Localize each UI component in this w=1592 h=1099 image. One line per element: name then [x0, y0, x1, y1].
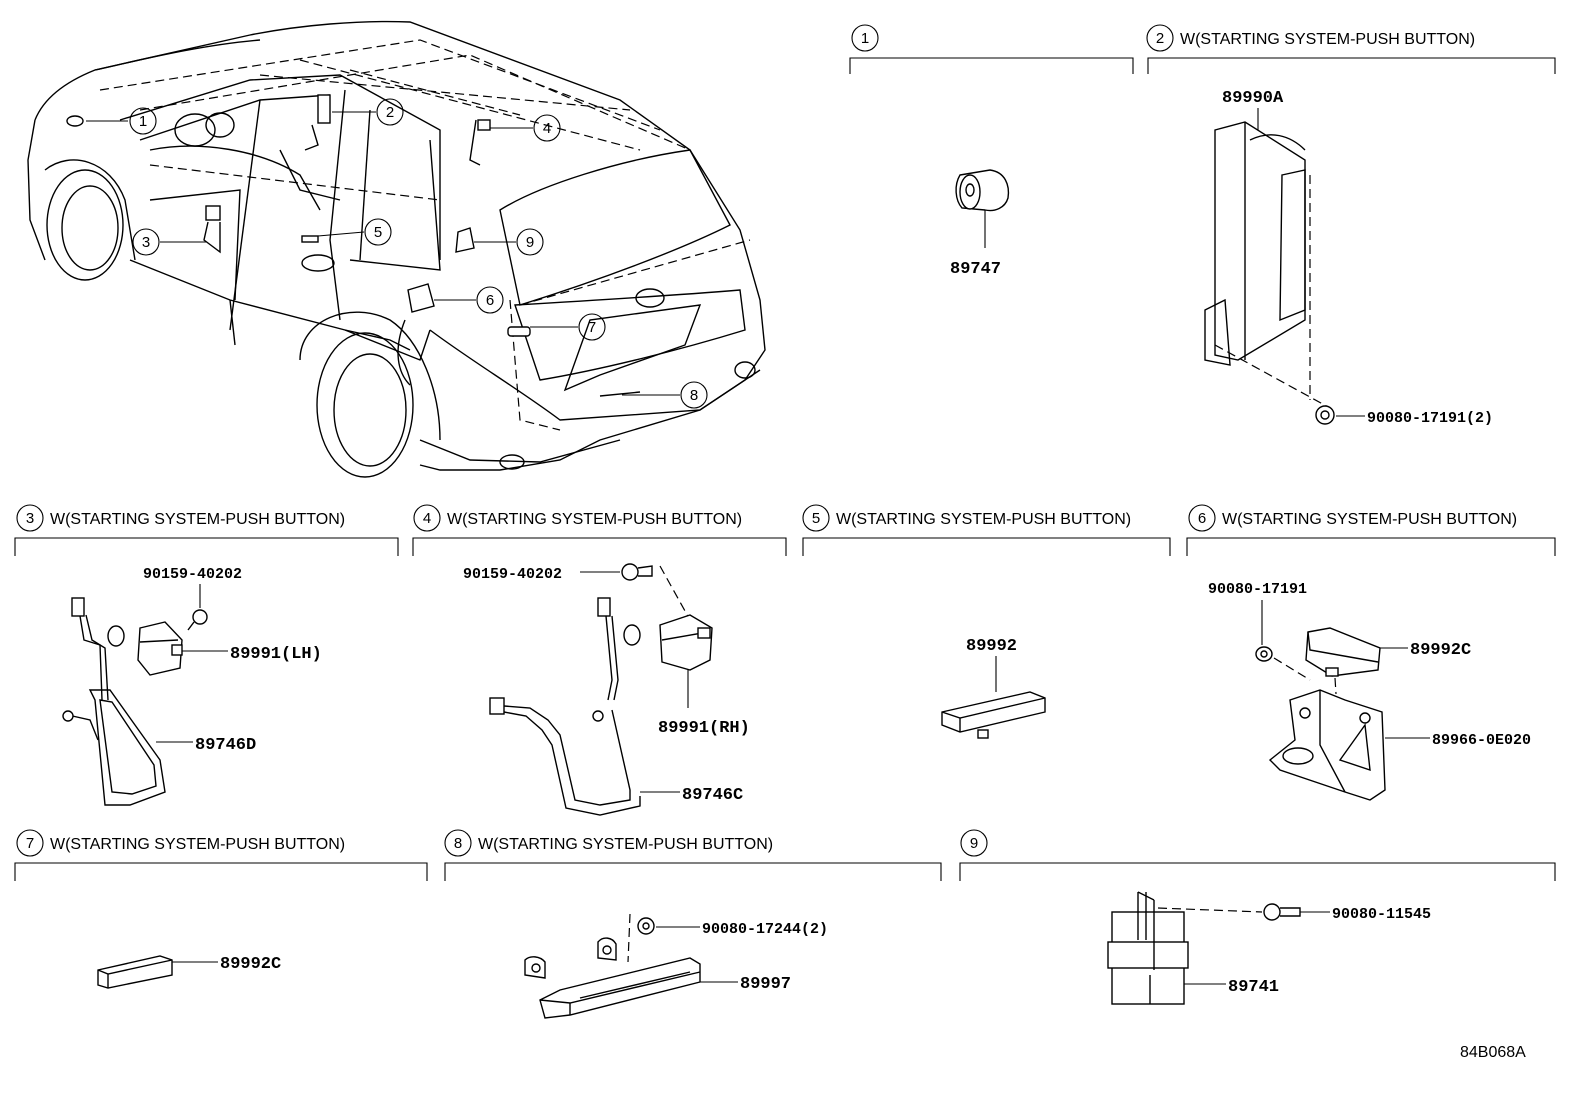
part-number-90080-17191: 90080-17191: [1208, 581, 1307, 598]
part-number-89991-lh: 89991(LH): [230, 645, 322, 664]
section-4-title: W(STARTING SYSTEM-PUSH BUTTON): [447, 511, 742, 528]
callout-3: 3: [132, 228, 160, 256]
part-number-89746D: 89746D: [195, 736, 256, 755]
part-89992-antenna: [941, 691, 1046, 739]
callout-6: 6: [476, 286, 504, 314]
bolt-90159-40202-lh: [187, 609, 208, 631]
section-3-number: 3: [26, 510, 34, 527]
section-9-number: 9: [970, 835, 978, 852]
callout-8: 8: [680, 381, 708, 409]
section-5-number: 5: [812, 510, 820, 527]
section-7-title: W(STARTING SYSTEM-PUSH BUTTON): [50, 836, 345, 853]
section-8-number: 8: [454, 835, 462, 852]
section-7-number: 7: [26, 835, 34, 852]
part-number-90080-17244-2: 90080-17244(2): [702, 921, 828, 938]
part-89747-switch: [955, 169, 1010, 248]
part-89741-module: [1107, 891, 1189, 1005]
section-8: 8 W(STARTING SYSTEM-PUSH BUTTON) 90080-1…: [444, 829, 942, 1019]
part-number-89741: 89741: [1228, 978, 1279, 997]
callout-9: 9: [516, 228, 544, 256]
section-1: 1 89747: [849, 24, 1134, 279]
part-number-90080-17191-2: 90080-17191(2): [1367, 410, 1493, 427]
bolt-90159-40202-rh: [621, 563, 653, 581]
svg-text:5: 5: [374, 224, 382, 241]
section-3: 3 W(STARTING SYSTEM-PUSH BUTTON) 90159-4…: [14, 504, 399, 806]
svg-text:7: 7: [588, 319, 596, 336]
section-5: 5 W(STARTING SYSTEM-PUSH BUTTON) 89992: [802, 504, 1171, 739]
section-6-title: W(STARTING SYSTEM-PUSH BUTTON): [1222, 511, 1517, 528]
part-number-89992C-s6: 89992C: [1410, 641, 1471, 660]
svg-text:3: 3: [142, 234, 150, 251]
callout-2: 2: [376, 98, 404, 126]
part-number-89991-rh: 89991(RH): [658, 719, 750, 738]
part-number-89997: 89997: [740, 975, 791, 994]
section-3-title: W(STARTING SYSTEM-PUSH BUTTON): [50, 511, 345, 528]
diagram-code: 84B068A: [1460, 1044, 1526, 1061]
part-number-89966-0E020: 89966-0E020: [1432, 732, 1531, 749]
section-6-number: 6: [1198, 510, 1206, 527]
part-89997-antenna: [524, 937, 701, 1019]
part-number-89992C-s7: 89992C: [220, 955, 281, 974]
part-89746C-harness: [489, 597, 641, 816]
vehicle-illustration: [27, 20, 766, 478]
section-2: 2 W(STARTING SYSTEM-PUSH BUTTON) 89990A …: [1146, 24, 1556, 427]
callout-1: 1: [129, 107, 157, 135]
part-89990A-ecu: [1204, 121, 1331, 409]
part-89991-lh-sensor: [137, 621, 183, 676]
section-4: 4 W(STARTING SYSTEM-PUSH BUTTON) 90159-4…: [412, 504, 787, 816]
nut-90080-17244: [637, 917, 655, 935]
part-89966-0E020-bracket: [1268, 677, 1386, 801]
callout-7: 7: [578, 313, 606, 341]
part-89992C-antenna-s7: [97, 955, 173, 989]
part-number-89746C: 89746C: [682, 786, 743, 805]
svg-text:6: 6: [486, 292, 494, 309]
section-8-title: W(STARTING SYSTEM-PUSH BUTTON): [478, 836, 773, 853]
callout-5: 5: [364, 218, 392, 246]
part-89746D-harness: [62, 597, 166, 806]
section-6: 6 W(STARTING SYSTEM-PUSH BUTTON) 90080-1…: [1186, 504, 1556, 801]
section-5-title: W(STARTING SYSTEM-PUSH BUTTON): [836, 511, 1131, 528]
part-number-90159-40202-lh: 90159-40202: [143, 566, 242, 583]
part-number-89992: 89992: [966, 637, 1017, 656]
svg-text:4: 4: [543, 120, 551, 137]
bolt-90080-11545: [1263, 903, 1301, 921]
nut-90080-17191-s6: [1255, 646, 1273, 662]
part-number-90159-40202-rh: 90159-40202: [463, 566, 562, 583]
part-number-90080-11545: 90080-11545: [1332, 906, 1431, 923]
section-1-number: 1: [861, 30, 869, 47]
callout-4: 4: [533, 114, 561, 142]
part-number-89747: 89747: [950, 260, 1001, 279]
part-89991-rh-sensor: [659, 614, 713, 708]
svg-text:2: 2: [386, 104, 394, 121]
part-number-89990A: 89990A: [1222, 89, 1284, 108]
svg-text:1: 1: [139, 113, 147, 130]
svg-text:8: 8: [690, 387, 698, 404]
section-7: 7 W(STARTING SYSTEM-PUSH BUTTON) 89992C: [14, 829, 428, 989]
nut-90080-17191: [1315, 405, 1335, 425]
section-9: 9 90080-11545 89741: [959, 829, 1556, 1005]
section-2-number: 2: [1156, 30, 1164, 47]
section-2-title: W(STARTING SYSTEM-PUSH BUTTON): [1180, 31, 1475, 48]
section-4-number: 4: [423, 510, 431, 527]
svg-text:9: 9: [526, 234, 534, 251]
part-89992C-antenna-s6: [1305, 627, 1381, 677]
